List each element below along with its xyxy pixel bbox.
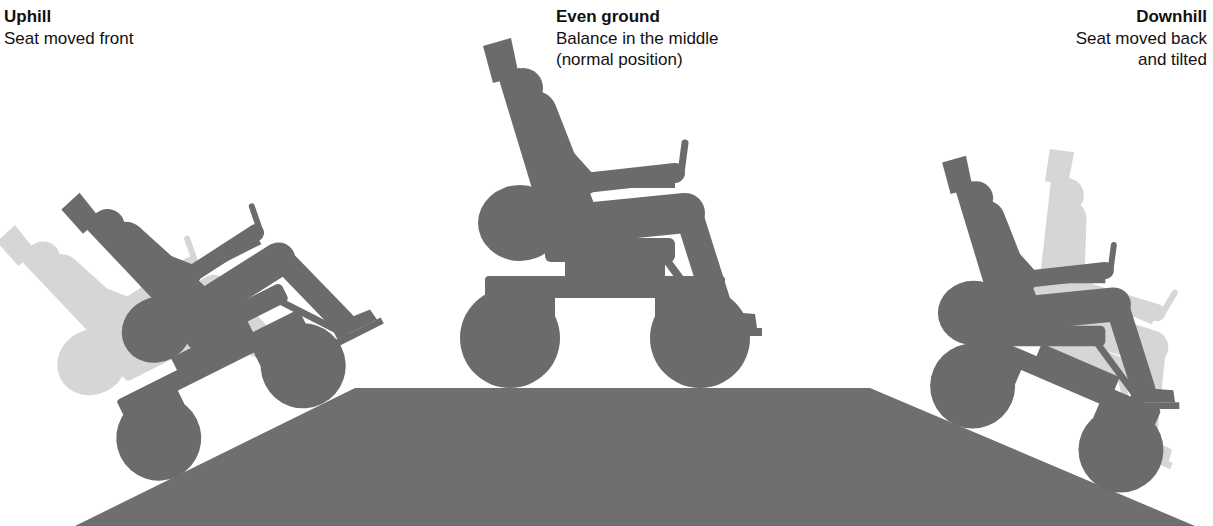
subheading: Seat moved back and tilted: [1071, 28, 1207, 70]
uphill-wheelchair: [0, 97, 404, 503]
level-wheelchair: [460, 38, 762, 388]
heading: Downhill: [1136, 6, 1207, 27]
ground-slope: [75, 388, 1195, 526]
downhill-wheelchair: [843, 68, 1213, 510]
heading: Uphill: [4, 6, 51, 27]
subheading: Seat moved front: [4, 28, 133, 49]
heading: Even ground: [556, 6, 660, 27]
subheading: Balance in the middle (normal position): [556, 28, 744, 70]
